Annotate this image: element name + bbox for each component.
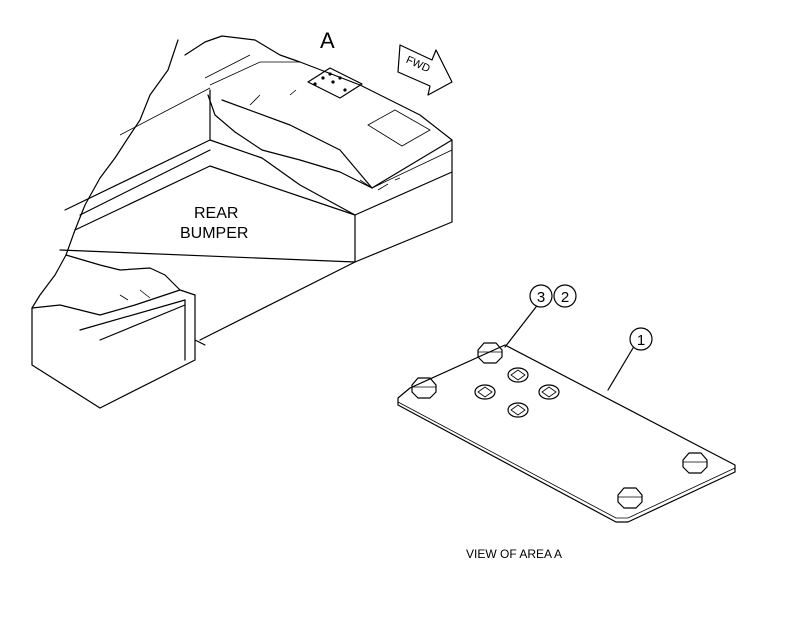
svg-text:3: 3 bbox=[537, 289, 545, 306]
rear-bumper-assembly bbox=[31, 35, 453, 409]
bolt-icon bbox=[477, 342, 503, 364]
mounting-plate bbox=[397, 344, 736, 523]
svg-text:1: 1 bbox=[637, 332, 645, 349]
svg-text:2: 2 bbox=[561, 289, 569, 306]
area-letter: A bbox=[320, 28, 335, 53]
bumper-label: BUMPER bbox=[180, 225, 248, 242]
view-caption: VIEW OF AREA A bbox=[466, 547, 562, 561]
washer-icon bbox=[538, 384, 560, 400]
rear-label: REAR bbox=[194, 205, 238, 222]
forward-label: FWD bbox=[404, 54, 432, 75]
callout-2: 2 bbox=[553, 284, 577, 308]
washer-icon bbox=[474, 384, 496, 400]
callout-3: 3 bbox=[529, 284, 553, 308]
forward-arrow-icon: FWD bbox=[397, 44, 453, 96]
washer-icon bbox=[507, 402, 529, 418]
bolt-icon bbox=[682, 452, 708, 474]
bolt-icon bbox=[617, 487, 643, 509]
callout-1: 1 bbox=[629, 327, 653, 351]
leader-line bbox=[607, 347, 634, 391]
leader-line bbox=[504, 306, 537, 348]
washer-icon bbox=[507, 367, 529, 383]
bolt-icon bbox=[411, 377, 437, 399]
